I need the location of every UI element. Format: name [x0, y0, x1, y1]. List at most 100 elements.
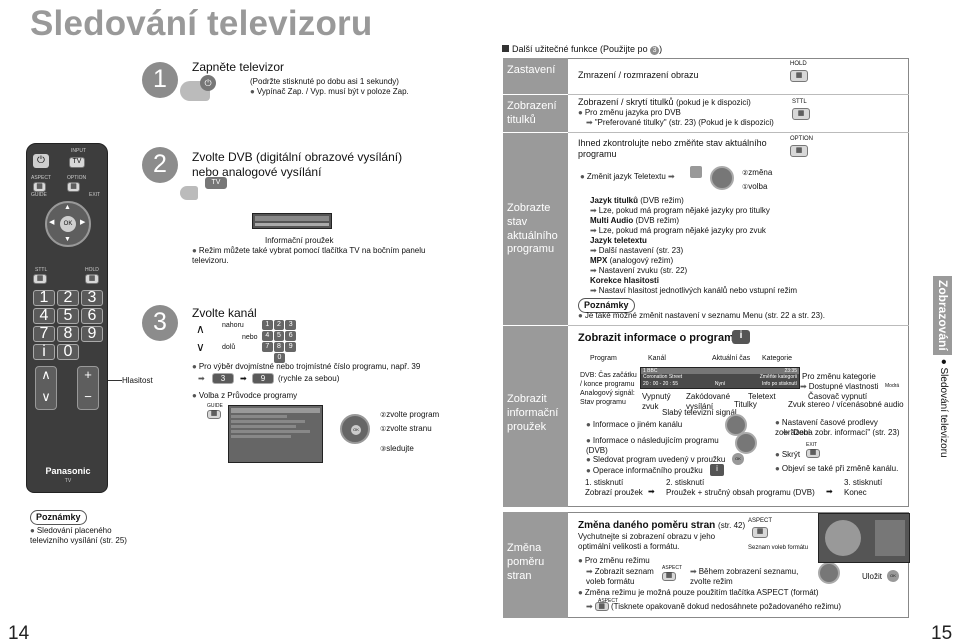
keypad-7[interactable]: 7 [262, 342, 273, 352]
digit-9-button[interactable]: 9 [81, 325, 103, 342]
step-1-title: Zapněte televizor [192, 60, 285, 74]
info-button[interactable]: i [710, 464, 724, 476]
keypad-9[interactable]: 9 [285, 342, 297, 352]
row-label-subtitles: Zobrazení titulků [503, 94, 568, 132]
digit-2-button[interactable]: 2 [57, 289, 79, 306]
keypad-8[interactable]: 8 [273, 342, 285, 352]
functions-header-end: ) [659, 44, 663, 54]
exit-button[interactable]: ▦ [806, 449, 820, 458]
guide-button[interactable]: ▦ [207, 410, 221, 419]
step-3-sub-1: ①zvolte stranu [380, 424, 432, 433]
aspect-key-label-3: ASPECT [598, 598, 619, 604]
aspect-button[interactable]: ▦ [33, 182, 46, 192]
keypad-6[interactable]: 6 [285, 331, 297, 341]
step-1-bullet: Vypínač Zap. / Vyp. musí být v poloze Za… [250, 87, 409, 97]
digit-8-button[interactable]: 8 [57, 325, 79, 342]
tv-button[interactable]: TV [69, 157, 85, 168]
select-page-label: zvolte stranu [386, 424, 432, 433]
channel-down-icon[interactable]: ∨ [41, 389, 51, 405]
teletext-colour-button[interactable] [690, 166, 702, 178]
navigation-ring[interactable]: OK ▲ ▼ ◀ ▶ [45, 201, 91, 247]
power-icon[interactable]: ⏻ [33, 154, 49, 168]
sttl-button[interactable]: ▦ [33, 274, 47, 284]
ann-program: Program [590, 355, 617, 362]
aspect-arrow-1: Zobrazit seznam voleb formátu [586, 567, 660, 587]
keypad-0[interactable]: 0 [274, 353, 285, 363]
aspect-key-label-2: ASPECT [662, 565, 683, 571]
ann-subs: Titulky [734, 400, 757, 409]
hold-button[interactable]: ▦ [790, 70, 808, 82]
tv-key[interactable]: TV [205, 177, 227, 189]
aspect-button[interactable]: ▦ [752, 527, 768, 538]
sttl-button[interactable]: ▦ [792, 108, 810, 120]
status-notes-text: Je také možné změnit nastavení v seznamu… [578, 311, 825, 321]
arrow-down-icon[interactable]: ▼ [64, 236, 71, 243]
navigation-ring-small[interactable] [735, 432, 757, 454]
ok-button[interactable]: OK [60, 216, 76, 232]
digit-7-button[interactable]: 7 [33, 325, 55, 342]
option-button[interactable]: ▦ [67, 182, 80, 192]
keypad-4[interactable]: 4 [262, 331, 273, 341]
digit-0-button[interactable]: 0 [57, 343, 79, 360]
key-3[interactable]: 3 [212, 373, 234, 384]
option-button[interactable]: ▦ [790, 145, 808, 157]
navigation-ring-small[interactable]: OK [340, 414, 370, 444]
exit-key-label: EXIT [806, 442, 818, 448]
row-separator [503, 325, 568, 326]
volume-down-icon[interactable]: − [84, 389, 92, 405]
digit-5-button[interactable]: 5 [57, 307, 79, 324]
digit-3-button[interactable]: 3 [81, 289, 103, 306]
arrow-right-icon: ➡ [826, 487, 833, 496]
ok-button[interactable]: OK [887, 570, 899, 582]
keypad-2[interactable]: 2 [273, 320, 285, 330]
ann-teletext: Teletext [748, 392, 776, 401]
keypad-1[interactable]: 1 [262, 320, 273, 330]
channel-up-icon[interactable]: ∧ [196, 322, 205, 336]
power-icon[interactable]: ⏻ [200, 75, 216, 91]
key-9[interactable]: 9 [252, 373, 274, 384]
ann-dvb: DVB: Čas začátku / konce programu [580, 372, 637, 388]
hold-key-label: HOLD [790, 61, 807, 67]
hold-button[interactable]: ▦ [85, 274, 99, 284]
channel-rocker[interactable]: ∧ ∨ [35, 366, 57, 410]
ann-stereo: Zvuk stereo / vícenásobné audio [788, 400, 904, 409]
volume-label: Hlasitost [122, 376, 153, 385]
select-program-label: zvolte program [386, 410, 440, 419]
ok-button[interactable]: OK [732, 453, 744, 465]
ok-button[interactable]: OK [351, 425, 361, 435]
banner-category: Změňte kategorii [759, 374, 797, 381]
option-icon: ▦ [70, 182, 77, 190]
arrow-right-icon[interactable]: ▶ [80, 219, 86, 226]
navigation-ring-small[interactable] [725, 414, 747, 436]
subtitles-title: Zobrazení / skrytí titulků (pokud je k d… [578, 97, 751, 107]
arrow-right-icon: ➡ [240, 374, 247, 383]
ann-channel: Kanál [648, 355, 666, 362]
keypad-5[interactable]: 5 [273, 331, 285, 341]
info-banner-diagram: 1 BBC 23:35 Coronation Street Změňte kat… [640, 367, 800, 389]
digit-4-button[interactable]: 4 [33, 307, 55, 324]
arrow-up-icon[interactable]: ▲ [64, 204, 71, 211]
step-3-sub-2: ②zvolte program [380, 410, 440, 419]
navigation-ring-small[interactable] [818, 562, 840, 584]
arrow-left-icon[interactable]: ◀ [49, 219, 55, 226]
volume-up-icon[interactable]: + [84, 367, 92, 382]
aspect-button[interactable]: ▦ [662, 572, 676, 581]
status-bullet: Změnit jazyk Teletextu [580, 172, 666, 182]
channel-down-icon[interactable]: ∨ [196, 340, 205, 354]
status-item-arrow: Lze, pokud má program nějaké jazyky pro … [590, 206, 810, 216]
brand-logo: Panasonic [45, 466, 91, 476]
aspect-icon: ▦ [665, 572, 673, 580]
aspect-button[interactable]: ▦ [594, 602, 609, 612]
info-button[interactable]: i [33, 343, 55, 360]
info-icon: i [739, 330, 743, 341]
digit-6-button[interactable]: 6 [81, 307, 103, 324]
navigation-ring-small[interactable] [710, 166, 734, 190]
volume-rocker[interactable]: + − [77, 366, 99, 410]
info-button[interactable]: i [732, 330, 750, 344]
keypad-3[interactable]: 3 [285, 320, 297, 330]
channel-up-icon[interactable]: ∧ [41, 367, 51, 382]
ann-cat-change: Pro změnu kategorie [802, 372, 876, 381]
aspect-arrow-3: (Tisknete opakovaně dokud nedosáhnete po… [610, 602, 842, 611]
digit-1-button[interactable]: 1 [33, 289, 55, 306]
